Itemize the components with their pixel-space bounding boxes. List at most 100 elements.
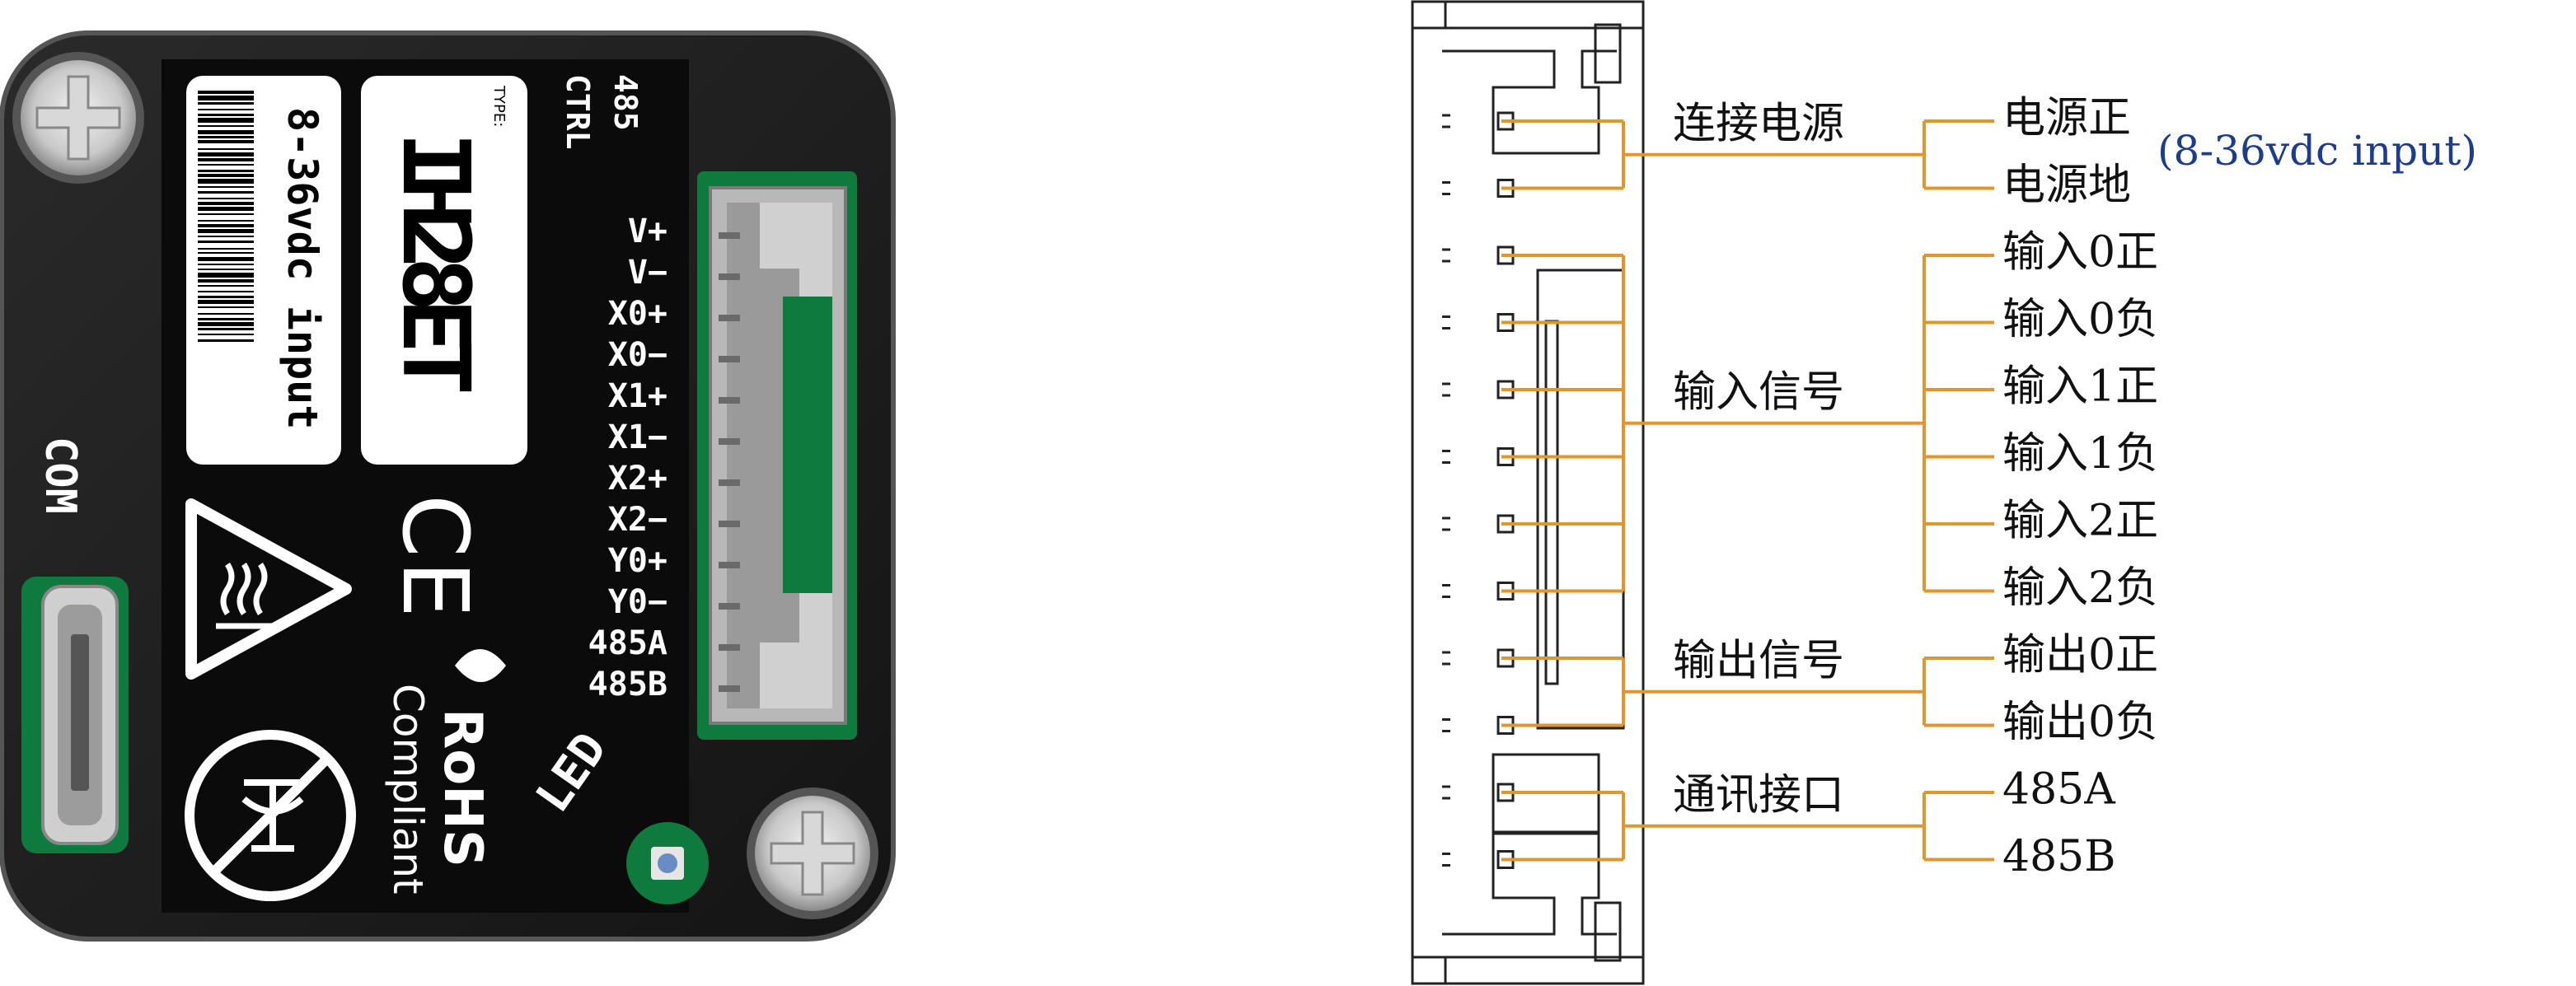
pin-label: 485B	[588, 666, 667, 703]
barcode-sticker: 8-36vdc input	[186, 76, 341, 465]
barcode-bar	[198, 114, 254, 116]
pin-label: X1−	[608, 418, 667, 456]
barcode-bar	[198, 96, 254, 100]
connector-pin	[719, 397, 740, 404]
no-dispose-icon	[185, 730, 356, 901]
barcode-bar	[198, 158, 254, 161]
barcode-bar	[198, 264, 254, 265]
wire-pin-label: 输入2正	[2002, 497, 2158, 546]
barcode-bar	[198, 313, 254, 315]
heat-warning-icon	[185, 498, 352, 680]
usb-port	[21, 577, 129, 853]
rohs-badge: RoHS Compliant	[384, 649, 506, 895]
wire-pin-label: 输入1正	[2002, 362, 2158, 412]
com-label: COM	[35, 437, 85, 514]
barcode-bar	[198, 257, 254, 261]
barcode-bar	[198, 296, 254, 298]
barcode-bar	[198, 91, 254, 94]
wire-pin-label: 输出0负	[2002, 698, 2158, 747]
connector-pin	[719, 315, 740, 321]
barcode-bar	[198, 148, 254, 150]
terminal-connector	[697, 171, 857, 740]
connector-outline	[1411, 0, 1645, 985]
model-sticker: TYPE: IH28ET	[361, 76, 527, 465]
led-indicator	[626, 822, 709, 904]
barcode-bar	[198, 306, 254, 308]
barcode-bar	[198, 322, 254, 326]
device-photo: 8-36vdc input TYPE: IH28ET 485 CTRL V+ V−…	[0, 30, 896, 942]
type-label: TYPE:	[490, 85, 508, 127]
barcode-bar	[198, 252, 254, 254]
wire-group-label: 连接电源	[1673, 99, 1844, 148]
barcode-bar	[198, 300, 254, 304]
wire-group-label: 通讯接口	[1673, 770, 1844, 820]
barcode-bar	[198, 164, 254, 166]
barcode-bar	[198, 229, 254, 233]
wire-pin-label: 输入1负	[2002, 429, 2158, 479]
connector-pin	[719, 644, 740, 651]
wire-pin-label: 输入0负	[2002, 295, 2158, 344]
barcode-bar	[198, 318, 254, 320]
connector-pin	[719, 521, 740, 527]
wire-pin-label: 485A	[2002, 765, 2116, 815]
barcode-bar	[198, 152, 254, 157]
screw-icon	[12, 52, 144, 184]
barcode-bar	[198, 102, 254, 105]
barcode-bar	[198, 109, 254, 110]
barcode-bar	[198, 136, 254, 138]
barcode-bar	[198, 191, 254, 194]
wiring-lines	[1501, 119, 1994, 862]
ctrl-title-ctrl: CTRL	[560, 74, 596, 150]
connector-pin	[719, 356, 740, 362]
barcode-bar	[198, 220, 254, 222]
pin-label: X1+	[608, 377, 667, 415]
barcode-bar	[198, 334, 254, 335]
connector-pins	[719, 232, 740, 692]
wiring-labels: 电源正电源地连接电源输入0正输入0负输入1正输入1负输入2正输入2负输入信号输出…	[1673, 94, 2158, 882]
leaf-icon	[455, 649, 506, 682]
barcode-bar	[198, 186, 254, 188]
barcode-bar	[198, 279, 254, 283]
barcode-bar	[198, 285, 254, 287]
barcode-bar	[198, 236, 254, 237]
barcode-bar	[198, 291, 254, 292]
pin-label: 485A	[588, 624, 667, 662]
wire-pin-label: 输出0正	[2002, 631, 2158, 680]
barcode-bar	[198, 241, 254, 243]
pin-label: Y0−	[608, 583, 667, 621]
barcode-bar	[198, 179, 254, 184]
barcode-bar	[198, 339, 254, 342]
pin-label: X2+	[608, 460, 667, 498]
pin-label: V−	[628, 254, 667, 292]
model-name: IH28ET	[382, 132, 489, 395]
pin-label: X0+	[608, 295, 667, 333]
pin-label: Y0+	[608, 542, 667, 580]
pin-label: X2−	[608, 501, 667, 539]
wire-pin-label: 电源正	[2002, 94, 2131, 143]
wire-group-label: 输入信号	[1673, 367, 1844, 417]
barcode-bar	[198, 125, 254, 127]
barcode-bar	[198, 248, 254, 250]
power-note: (8-36vdc input)	[2157, 127, 2477, 175]
barcode-bar	[198, 170, 254, 172]
connector-pin	[719, 685, 740, 692]
connector-pin	[719, 562, 740, 568]
wire-pin-label: 电源地	[2002, 161, 2131, 210]
barcode-bar	[198, 269, 254, 270]
connector-pin	[719, 273, 740, 280]
barcode-bar	[198, 273, 254, 278]
connector-pin	[719, 479, 740, 486]
ctrl-title-485: 485	[607, 74, 644, 131]
pin-label: V+	[628, 213, 667, 250]
rohs-label: RoHS	[432, 708, 493, 867]
screw-icon	[747, 787, 878, 919]
barcode-bar	[198, 328, 254, 330]
barcode-bar	[198, 202, 254, 205]
barcode-bar	[198, 130, 254, 134]
barcode-icon	[198, 91, 254, 342]
barcode-bar	[198, 224, 254, 227]
wire-pin-label: 输入0正	[2002, 228, 2158, 278]
barcode-bar	[198, 213, 254, 215]
barcode-bar	[198, 174, 254, 177]
